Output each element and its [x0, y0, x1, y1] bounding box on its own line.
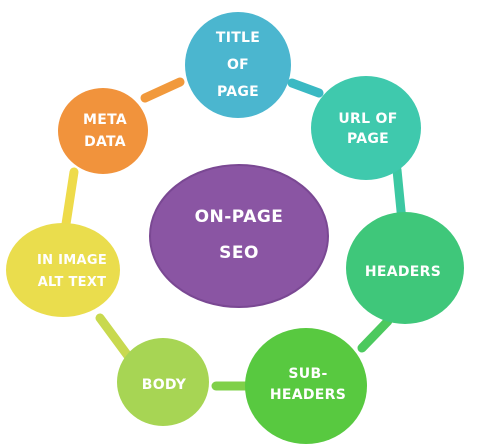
node-subheaders-circle — [245, 328, 367, 444]
node-title-of-page: TITLE OF PAGE — [185, 12, 291, 118]
node-alt-line1: IN IMAGE — [37, 253, 107, 268]
center-label-line1: ON-PAGE — [195, 207, 284, 227]
node-meta-line1: META — [83, 112, 127, 128]
node-headers-line1: HEADERS — [365, 264, 441, 280]
connector-headers-subheaders — [357, 316, 393, 353]
center-node: ON-PAGE SEO — [149, 164, 329, 308]
connector-body-alt — [95, 313, 133, 361]
node-meta-line2: DATA — [84, 134, 126, 150]
node-alt-circle — [6, 223, 120, 317]
node-meta-circle — [58, 88, 148, 174]
node-subheaders-line2: HEADERS — [270, 387, 346, 403]
node-headers: HEADERS — [346, 212, 464, 324]
node-url-of-page: URL OF PAGE — [311, 76, 421, 180]
node-title-line2: OF — [227, 57, 249, 73]
node-url-line1: URL OF — [338, 111, 397, 127]
connector-meta-title — [140, 77, 185, 103]
node-body-circle — [117, 338, 209, 426]
node-title-line1: TITLE — [216, 30, 260, 46]
node-in-image-alt-text: IN IMAGE ALT TEXT — [6, 223, 120, 317]
node-body: BODY — [117, 338, 209, 426]
node-title-circle — [185, 12, 291, 118]
node-headers-circle — [346, 212, 464, 324]
center-circle — [149, 164, 329, 308]
node-alt-line2: ALT TEXT — [38, 275, 107, 290]
node-title-line3: PAGE — [217, 84, 259, 100]
connector-alt-meta — [61, 167, 79, 229]
node-subheaders-line1: SUB- — [288, 366, 327, 382]
connectors — [61, 77, 407, 391]
connector-title-url — [287, 78, 324, 98]
node-body-line1: BODY — [142, 377, 187, 393]
center-label-line2: SEO — [219, 243, 259, 263]
node-meta-data: META DATA — [58, 88, 148, 174]
node-sub-headers: SUB- HEADERS — [245, 328, 367, 444]
node-url-line2: PAGE — [347, 131, 389, 147]
node-url-circle — [311, 76, 421, 180]
